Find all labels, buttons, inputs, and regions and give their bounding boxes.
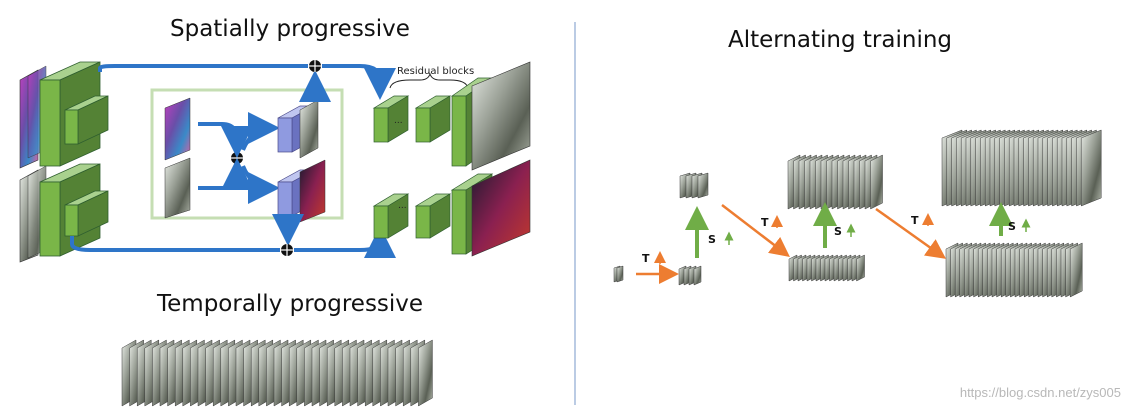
spatial-network	[19, 60, 531, 263]
temporally-progressive-title: Temporally progressive	[157, 291, 424, 317]
s-label-3: S	[1008, 220, 1016, 233]
stack-high-res-8	[787, 154, 883, 210]
dots-label-top: ...	[394, 116, 403, 126]
temporal-frame-stack	[121, 339, 433, 407]
output-flow-image	[471, 159, 531, 257]
t-label-1: T	[642, 252, 650, 265]
temporal-arrow-3	[875, 207, 947, 259]
dots-label-bottom: ...	[398, 201, 407, 211]
alternating-training-title: Alternating training	[728, 27, 953, 53]
intermediate-frame-output	[299, 99, 319, 159]
encoder-block-bottom	[39, 163, 109, 257]
spatially-progressive-title: Spatially progressive	[170, 16, 410, 42]
s-label-1: S	[708, 233, 716, 246]
s-label-2: S	[834, 225, 842, 238]
output-frame-image	[471, 61, 531, 171]
temporal-frames	[121, 339, 433, 407]
stack-low-res-16	[945, 242, 1083, 298]
inner-frame-image	[164, 157, 191, 219]
residual-blocks-label: Residual blocks	[397, 66, 475, 77]
t-label-3: T	[911, 214, 919, 227]
stack-high-res-16	[941, 129, 1102, 207]
alternating-training-diagram	[613, 129, 1102, 298]
inner-segmentation-image	[164, 97, 191, 161]
stack-low-res-2	[678, 265, 702, 286]
stack-low-res-8	[788, 254, 865, 282]
temporal-arrow-2	[721, 204, 790, 258]
t-label-2: T	[761, 216, 769, 229]
intermediate-flow-output	[299, 159, 326, 223]
watermark-url: https://blog.csdn.net/zys005	[959, 385, 1121, 400]
stack-level-0	[613, 265, 624, 283]
stack-high-res-2	[679, 172, 709, 199]
inner-generator-box	[150, 88, 344, 220]
encoder-block-top	[39, 61, 109, 167]
